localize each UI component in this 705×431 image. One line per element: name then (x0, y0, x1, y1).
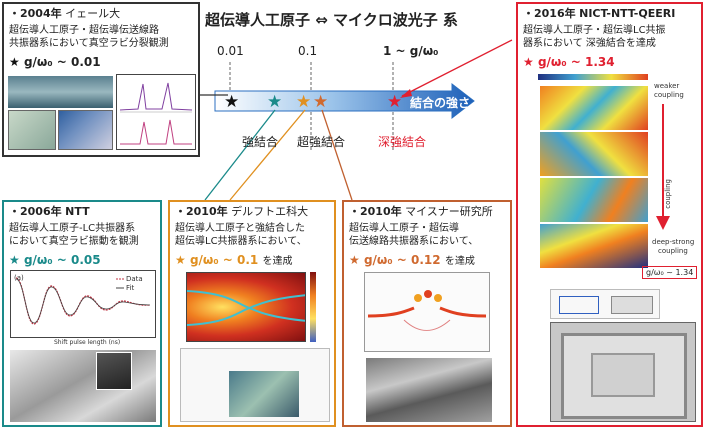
star-2016: ★ (387, 92, 402, 112)
desc-2004-1: 超伝導人工原子・超伝導伝送線路 (9, 25, 159, 36)
device-sem-2006 (10, 350, 156, 422)
org-2004: イェール大 (65, 7, 121, 20)
scale-tick-0.1: 0.1 (298, 44, 318, 58)
colorbar-2016 (538, 74, 648, 80)
star-2006: ★ (267, 92, 282, 112)
regime-strong: 強結合 (242, 135, 279, 149)
desc-2004-2: 共振器系において真空ラビ分裂観測 (9, 38, 169, 49)
desc-2016-2: 器系において 深強結合を達成 (523, 38, 656, 49)
spectrum-plot-2004 (116, 74, 196, 150)
legend-fit: Fit (126, 284, 134, 292)
desc-2006-2: において真空ラビ振動を観測 (9, 236, 139, 247)
label-deep-strong: deep-strong (652, 238, 695, 246)
panel-2010-meissner: ・2010年 マイスナー研究所 超伝導人工原子・超伝導 伝送線路共振器系において… (342, 200, 512, 427)
ratio-2004: ★ g/ω₀ ~ 0.01 (9, 55, 101, 69)
label-coupling-2: coupling (658, 247, 688, 255)
year-2004: ・2004年 (9, 7, 62, 20)
label-coupling-1: coupling (654, 91, 684, 99)
panel-2004: ・2004年 イェール大 超伝導人工原子・超伝導伝送線路 共振器系において真空ラ… (2, 2, 200, 157)
regime-ultrastrong: 超強結合 (297, 135, 346, 149)
device-sem-2016 (550, 322, 696, 422)
colorbar-2010a (310, 272, 316, 342)
panel-2010-delft: ・2010年 デルフトエ科大 超伝導人工原子と強結合した 超伝導LC共振器系にお… (168, 200, 336, 427)
boxed-ratio-2016: g/ω₀ ~ 1.34 (642, 266, 698, 279)
desc-2016-1: 超伝導人工原子・超伝導LC共振 (523, 25, 666, 36)
org-2010b: マイスナー研究所 (405, 205, 493, 218)
spectroscopy-map-2010a (186, 272, 306, 342)
year-2010a: ・2010年 (175, 205, 228, 218)
page-title: 超伝導人工原子 ⇔ マイクロ波光子 系 (205, 11, 458, 29)
org-2006: NTT (65, 205, 90, 218)
desc-2010b-2: 伝送線路共振器系において、 (349, 236, 479, 247)
spectrum-map-2016-1 (540, 86, 648, 130)
ratio-2010a: ★ g/ω₀ ~ 0.1 を達成 (175, 253, 293, 267)
rabi-oscillation-plot: (a) Data Fit (10, 270, 156, 338)
legend-data: Data (126, 275, 143, 283)
circuit-photo-2004 (58, 110, 113, 150)
org-2016: NICT-NTT-QEERI (579, 7, 676, 20)
ratio-2006: ★ g/ω₀ ~ 0.05 (9, 253, 101, 267)
inset-sem-2006 (96, 352, 132, 390)
circuit-diagram-2010a (180, 348, 330, 422)
year-2010b: ・2010年 (349, 205, 402, 218)
year-2016: ・2016年 (523, 7, 576, 20)
star-2010b: ★ (313, 92, 328, 112)
arrow-label: 結合の強さ (410, 96, 471, 110)
org-2010a: デルフトエ科大 (231, 205, 309, 218)
device-photo-2004 (8, 76, 113, 108)
desc-2010a-2: 超伝導LC共振器系において、 (175, 236, 307, 247)
desc-2006-1: 超伝導人工原子-LC共振器系 (9, 223, 136, 234)
scale-tick-0.01: 0.01 (217, 44, 244, 58)
coupling-down-arrow (656, 104, 670, 230)
chip-photo-2004 (8, 110, 56, 150)
rabi-panel-label: (a) (14, 274, 24, 282)
label-weaker: weaker (654, 82, 680, 90)
panel-2016: ・2016年 NICT-NTT-QEERI 超伝導人工原子・超伝導LC共振 器系… (516, 2, 703, 427)
spectrum-map-2016-3 (540, 178, 648, 222)
circuit-schematic-2016 (550, 289, 660, 319)
regime-deepstrong: 深強結合 (378, 135, 427, 149)
ratio-2016: ★ g/ω₀ ~ 1.34 (523, 55, 615, 69)
rabi-xlabel: Shift pulse length (ns) (54, 339, 121, 346)
star-2004: ★ (224, 92, 239, 112)
desc-2010a-1: 超伝導人工原子と強結合した (175, 223, 305, 234)
device-sem-2010b (366, 358, 492, 422)
year-2006: ・2006年 (9, 205, 62, 218)
desc-2010b-1: 超伝導人工原子・超伝導 (349, 223, 459, 234)
spectrum-map-2016-2 (540, 132, 648, 176)
scale-tick-1: 1 ~ g/ω₀ (383, 44, 439, 58)
spectrum-map-2016-4 (540, 224, 648, 268)
transmission-map-2010b (364, 272, 490, 352)
star-2010a: ★ (296, 92, 311, 112)
panel-2006: ・2006年 NTT 超伝導人工原子-LC共振器系 において真空ラビ振動を観測 … (2, 200, 162, 427)
ratio-2010b: ★ g/ω₀ ~ 0.12 を達成 (349, 253, 475, 267)
